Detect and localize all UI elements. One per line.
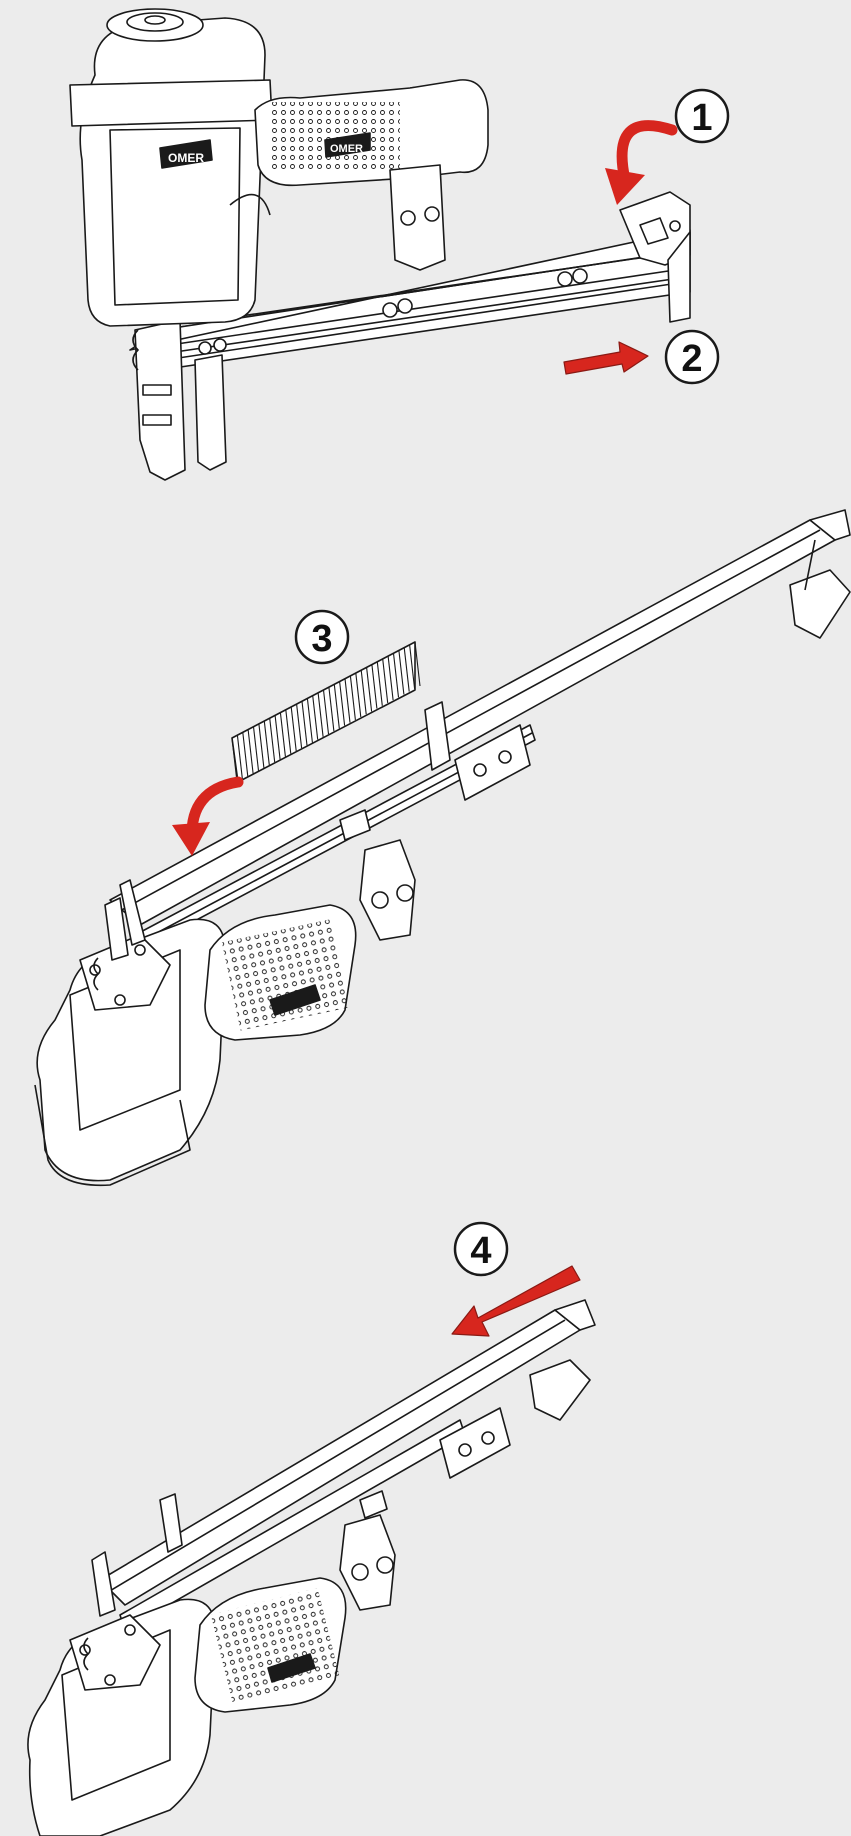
handle-grip: OMER — [254, 79, 489, 187]
brand-mark-grip: OMER — [330, 143, 363, 155]
staple-leg — [403, 647, 410, 692]
step-4-number: 4 — [470, 1230, 491, 1272]
staple-leg — [376, 661, 383, 706]
staple-leg — [290, 706, 297, 751]
tool-body: OMER — [69, 8, 273, 327]
rail-screws — [198, 268, 588, 355]
step-2-arrow — [563, 341, 649, 375]
staple-leg — [355, 673, 362, 718]
staple-leg — [279, 712, 286, 757]
staple-leg — [263, 721, 270, 766]
step-1-arrow — [605, 120, 678, 205]
panel-open-magazine: OMER OMER 1 — [69, 8, 730, 481]
staple-leg — [269, 718, 276, 763]
staple-leg — [242, 732, 249, 777]
staple-leg — [301, 701, 308, 746]
panel-insert-strip: 3 — [34, 509, 851, 1187]
step-1-number: 1 — [691, 97, 712, 139]
staple-leg — [317, 692, 324, 737]
follower-slider — [424, 701, 531, 801]
staple-leg — [339, 681, 346, 726]
staple-leg — [360, 670, 367, 715]
step-4-arrow — [451, 1265, 581, 1337]
staple-leg — [296, 704, 303, 749]
step-2-badge: 2 — [664, 329, 720, 385]
staple-leg — [387, 656, 394, 701]
step-1-badge: 1 — [674, 88, 730, 144]
staple-leg — [322, 689, 330, 735]
staple-strip — [231, 641, 421, 783]
handle-bracket — [229, 164, 446, 271]
staple-leg — [236, 735, 243, 780]
step-3-badge: 3 — [294, 609, 350, 665]
staple-leg — [231, 737, 238, 783]
staple-leg — [306, 698, 313, 743]
tool-body-rotated — [34, 879, 226, 1187]
staple-leg — [349, 675, 356, 720]
staple-leg — [366, 667, 373, 712]
handle-grip-rotated-2 — [194, 1490, 396, 1713]
staple-leg — [344, 678, 351, 723]
staple-leg — [382, 658, 389, 703]
panel-close-magazine: 4 — [27, 1221, 596, 1836]
step-2-number: 2 — [681, 338, 702, 380]
staple-leg — [333, 684, 340, 729]
handle-grip-rotated — [204, 809, 416, 1041]
staple-leg — [312, 695, 319, 740]
staple-leg — [328, 687, 335, 732]
staple-leg — [285, 709, 292, 754]
tool-body-rotated-2 — [27, 1551, 216, 1836]
step-3-arrow — [172, 776, 244, 856]
brand-mark: OMER — [168, 151, 204, 165]
step-4-badge: 4 — [453, 1221, 509, 1277]
follower-slider-closing — [159, 1407, 511, 1553]
extended-magazine-rail — [109, 509, 851, 951]
staple-leg — [274, 715, 281, 760]
staple-leg — [392, 653, 400, 698]
staple-leg — [252, 726, 260, 771]
staple-leg — [258, 723, 265, 768]
step-3-number: 3 — [311, 618, 332, 660]
staple-leg — [414, 641, 421, 687]
staple-leg — [398, 650, 405, 695]
closing-magazine-rail — [99, 1299, 596, 1631]
staple-leg — [247, 729, 254, 774]
staple-leg — [409, 644, 416, 689]
staple-leg — [371, 664, 378, 709]
magazine-latch — [619, 191, 691, 323]
